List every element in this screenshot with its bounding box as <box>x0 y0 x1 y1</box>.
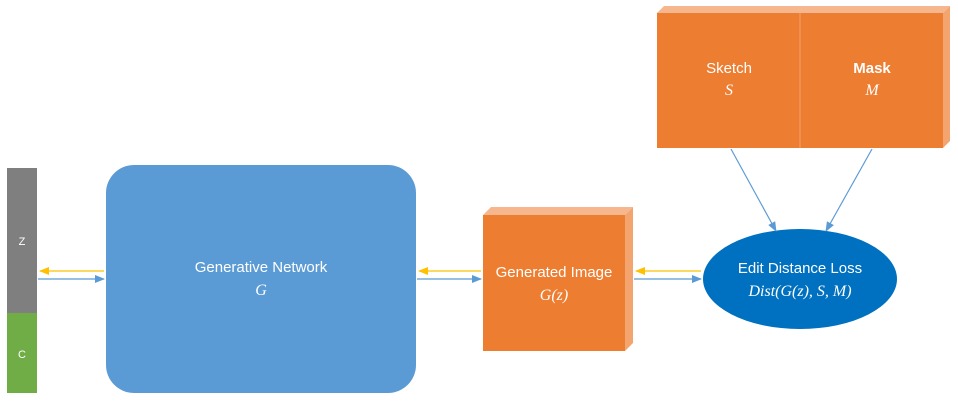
arrow-sketch-to-loss <box>730 148 777 232</box>
sketch-mask-top <box>657 6 950 13</box>
generated-image-front <box>483 215 625 351</box>
sketch-panel <box>657 13 800 148</box>
generated-image-top <box>483 207 633 215</box>
mask-panel <box>800 13 943 148</box>
c-block <box>7 313 37 393</box>
edit-distance-loss: Edit Distance Loss Dist(G(z), S, M) <box>703 229 897 329</box>
loss-title: Edit Distance Loss <box>738 260 862 277</box>
sketch-mask-block: Sketch S Mask M <box>657 6 950 148</box>
generated-image-title: Generated Image <box>496 264 613 281</box>
sketch-symbol: S <box>725 82 733 99</box>
generated-image-symbol: G(z) <box>540 287 568 304</box>
latent-input: Z C <box>7 168 37 393</box>
network-symbol: G <box>255 282 267 299</box>
z-label: Z <box>19 236 26 248</box>
network-title: Generative Network <box>195 259 328 276</box>
network-box <box>106 165 416 393</box>
generative-network: Generative Network G <box>106 165 416 393</box>
loss-symbol: Dist(G(z), S, M) <box>747 283 851 300</box>
generated-image: Generated Image G(z) <box>483 207 633 351</box>
mask-symbol: M <box>864 82 880 99</box>
sketch-title: Sketch <box>706 60 752 77</box>
loss-ellipse <box>703 229 897 329</box>
c-label: C <box>18 349 26 361</box>
z-block <box>7 168 37 313</box>
mask-title: Mask <box>853 60 891 77</box>
arrow-mask-to-loss <box>825 148 873 232</box>
generated-image-side <box>625 207 633 351</box>
sketch-mask-side <box>943 6 950 148</box>
